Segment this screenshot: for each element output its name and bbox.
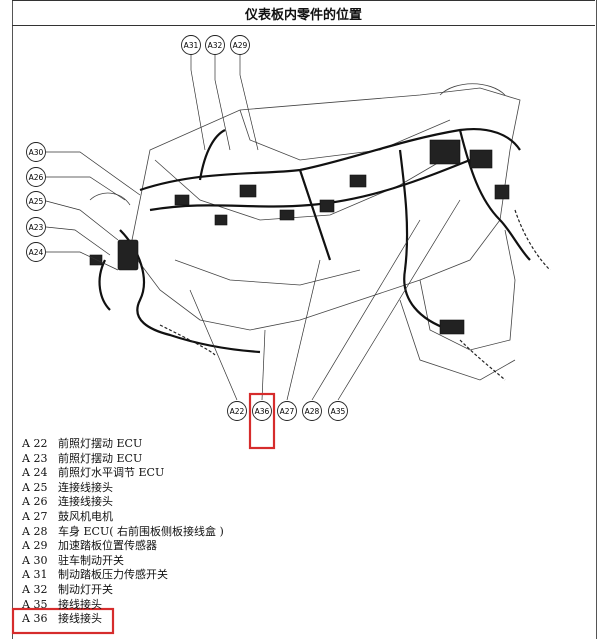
highlight-box-a36-callout [248, 392, 276, 450]
legend-row: A 25 连接线接头 [22, 481, 382, 496]
legend-code: A 23 [22, 451, 48, 465]
legend-desc: 连接线接头 [58, 495, 113, 509]
legend-desc: 车身 ECU( 右前围板侧板接线盒 ) [58, 524, 224, 538]
svg-text:A22: A22 [230, 407, 245, 416]
svg-text:A32: A32 [208, 41, 223, 50]
callout-a29: A29 [230, 35, 250, 55]
callout-a23: A23 [26, 217, 46, 237]
legend-row: A 26 连接线接头 [22, 495, 382, 510]
svg-text:A28: A28 [305, 407, 320, 416]
svg-text:A26: A26 [29, 173, 44, 182]
page-title: 仪表板内零件的位置 [12, 0, 595, 26]
legend-list: A 22 前照灯摆动 ECU A 23 前照灯摆动 ECU A 24 前照灯水平… [22, 437, 382, 627]
svg-text:A35: A35 [331, 407, 346, 416]
legend-desc: 连接线接头 [58, 480, 113, 494]
legend-desc: 制动灯开关 [58, 582, 113, 596]
callout-a36: A36 [252, 401, 272, 421]
legend-code: A 28 [22, 524, 48, 538]
legend-row: A 36 接线接头 [22, 612, 382, 627]
svg-text:A27: A27 [280, 407, 295, 416]
legend-code: A 31 [22, 568, 48, 582]
legend-code: A 36 [22, 612, 48, 626]
legend-row: A 32 制动灯开关 [22, 583, 382, 598]
legend-row: A 27 鼓风机电机 [22, 510, 382, 525]
highlight-box-a36-legend [11, 607, 115, 635]
legend-desc: 接线接头 [58, 612, 102, 626]
svg-text:A30: A30 [29, 148, 44, 157]
callout-a35: A35 [328, 401, 348, 421]
legend-code: A 32 [22, 582, 48, 596]
legend-desc: 前照灯摆动 ECU [58, 437, 143, 450]
callout-a28: A28 [302, 401, 322, 421]
legend-row: A 30 驻车制动开关 [22, 554, 382, 569]
svg-text:A25: A25 [29, 197, 44, 206]
svg-text:A23: A23 [29, 223, 44, 232]
page-title-text: 仪表板内零件的位置 [244, 7, 362, 23]
legend-code: A 22 [22, 437, 48, 450]
svg-text:A31: A31 [184, 41, 199, 50]
legend-code: A 26 [22, 495, 48, 509]
legend-row: A 31 制动踏板压力传感开关 [22, 568, 382, 583]
legend-desc: 前照灯水平调节 ECU [58, 466, 165, 480]
callout-a25: A25 [26, 191, 46, 211]
legend-row: A 28 车身 ECU( 右前围板侧板接线盒 ) [22, 525, 382, 540]
legend-desc: 加速踏板位置传感器 [58, 539, 157, 553]
callout-a26: A26 [26, 167, 46, 187]
callout-a22: A22 [227, 401, 247, 421]
svg-text:A36: A36 [255, 407, 270, 416]
legend-code: A 29 [22, 539, 48, 553]
legend-code: A 30 [22, 553, 48, 567]
dashed-harness [159, 209, 551, 381]
callout-a30: A30 [26, 142, 46, 162]
page-frame [12, 0, 597, 639]
legend-desc: 驻车制动开关 [58, 553, 124, 567]
harness-connectors [89, 139, 510, 335]
wire-harness [98, 128, 531, 354]
callout-a32: A32 [205, 35, 225, 55]
legend-row: A 24 前照灯水平调节 ECU [22, 466, 382, 481]
legend-desc: 鼓风机电机 [58, 509, 113, 523]
legend-row: A 23 前照灯摆动 ECU [22, 452, 382, 467]
dashboard-outline [89, 83, 521, 381]
legend-code: A 35 [22, 597, 48, 611]
svg-text:A24: A24 [29, 248, 44, 257]
callout-a31: A31 [181, 35, 201, 55]
legend-code: A 24 [22, 466, 48, 480]
legend-desc: 前照灯摆动 ECU [58, 451, 143, 465]
legend-code: A 25 [22, 480, 48, 494]
legend-desc: 接线接头 [58, 597, 102, 611]
callout-a24: A24 [26, 242, 46, 262]
legend-code: A 27 [22, 509, 48, 523]
legend-row: A 22 前照灯摆动 ECU [22, 437, 382, 452]
legend-row: A 35 接线接头 [22, 598, 382, 613]
callout-a27: A27 [277, 401, 297, 421]
legend-desc: 制动踏板压力传感开关 [58, 568, 168, 582]
leader-lines [45, 54, 461, 401]
svg-text:A29: A29 [233, 41, 248, 50]
legend-row: A 29 加速踏板位置传感器 [22, 539, 382, 554]
